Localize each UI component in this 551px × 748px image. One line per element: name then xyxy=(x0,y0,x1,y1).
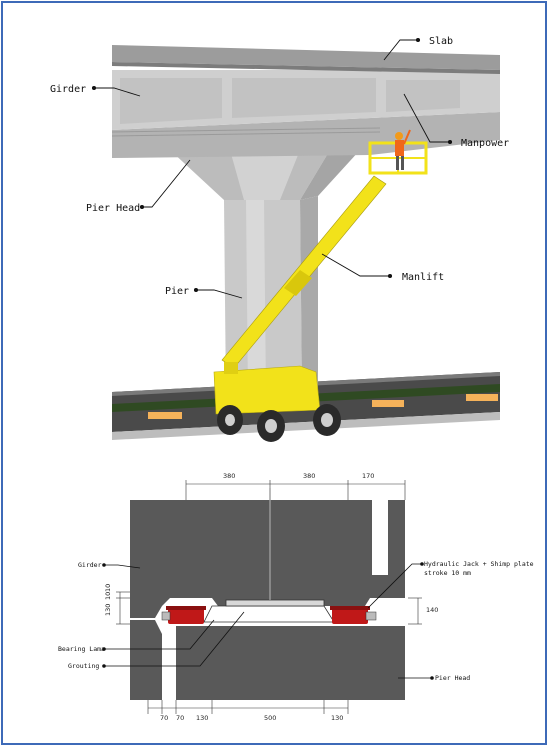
bearing-plate xyxy=(225,599,325,607)
label-section-girder: Girder xyxy=(78,561,102,569)
dim-top-2: 380 xyxy=(303,472,315,480)
label-pier: Pier xyxy=(165,286,189,297)
dim-left-2: 10 xyxy=(104,584,112,592)
section-leaders xyxy=(102,562,434,680)
dim-top-1: 380 xyxy=(223,472,235,480)
section-dimensions xyxy=(116,480,422,714)
section-drawing xyxy=(130,488,405,700)
dim-bottom-5: 130 xyxy=(331,714,343,722)
label-jack-line2: stroke 10 mm xyxy=(424,569,471,577)
slab xyxy=(112,45,500,70)
dim-bottom-1: 70 xyxy=(160,714,168,722)
dim-bottom-3: 130 xyxy=(196,714,208,722)
scene-leaders xyxy=(91,37,453,299)
dim-left-3: 130 xyxy=(104,604,112,616)
label-slab: Slab xyxy=(429,36,453,47)
label-pier-head: Pier Head xyxy=(86,203,140,214)
label-section-pier-head: Pier Head xyxy=(435,674,470,682)
road-marking xyxy=(466,394,498,401)
label-bearing: Bearing Lama xyxy=(58,645,105,653)
road-marking xyxy=(372,400,404,407)
label-grouting: Grouting xyxy=(68,662,99,670)
section-girder xyxy=(130,500,405,618)
bridge-scene xyxy=(111,45,500,442)
dim-top-3: 170 xyxy=(362,472,374,480)
hydraulic-jack-right xyxy=(332,608,368,624)
label-manlift: Manlift xyxy=(402,272,444,283)
label-manpower: Manpower xyxy=(461,138,509,149)
road-marking xyxy=(148,412,182,419)
label-girder: Girder xyxy=(50,84,86,95)
dim-bottom-2: 70 xyxy=(176,714,184,722)
grout-bed xyxy=(203,605,335,623)
dim-right-1: 140 xyxy=(426,606,438,614)
worker xyxy=(395,129,411,170)
dim-left-1: 10 xyxy=(104,592,112,600)
hydraulic-jack-left xyxy=(168,608,204,624)
section-pier-head xyxy=(130,620,405,700)
dim-bottom-4: 500 xyxy=(264,714,276,722)
manlift-body xyxy=(213,365,321,415)
label-jack-line1: Hydraulic Jack + Shimp plate xyxy=(424,560,534,568)
